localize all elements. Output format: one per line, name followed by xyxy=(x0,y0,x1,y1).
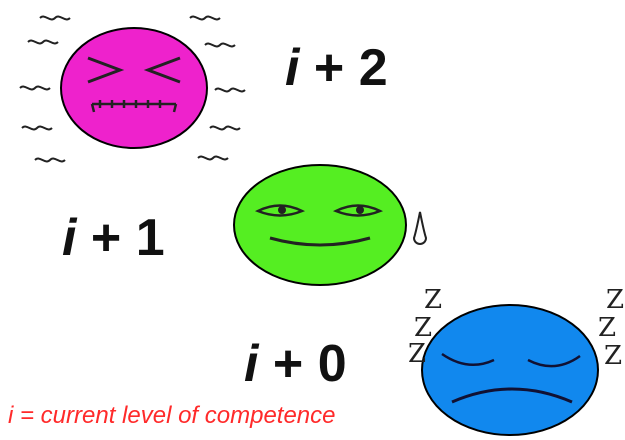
bored-face-circle xyxy=(421,304,599,436)
calm-face xyxy=(233,164,428,286)
bored-left-eye xyxy=(441,352,495,367)
sleep-z-icon: Z xyxy=(606,285,624,315)
level-label-i-plus-2: i + 2 xyxy=(285,39,388,97)
bored-face: Z Z Z Z Z Z xyxy=(408,285,624,436)
bored-right-eye xyxy=(527,354,581,368)
sweat-drop-icon xyxy=(412,211,428,245)
stressed-left-eye xyxy=(87,56,125,84)
stressed-face-circle xyxy=(60,27,208,149)
sleep-z-icon: Z xyxy=(598,313,616,343)
sleep-z-icon: Z xyxy=(424,285,442,315)
stress-lines xyxy=(19,15,246,163)
calm-right-eye xyxy=(332,204,384,217)
sleep-z-icon: Z xyxy=(408,339,426,369)
stressed-face xyxy=(19,15,246,163)
stressed-mouth xyxy=(90,100,178,113)
competence-caption: i = current level of competence xyxy=(8,402,336,429)
level-label-i-plus-0: i + 0 xyxy=(244,335,347,393)
sleep-z-icons: Z Z Z Z Z Z xyxy=(408,285,624,371)
stressed-right-eye xyxy=(143,56,181,84)
bored-mouth xyxy=(451,387,573,404)
calm-face-circle xyxy=(233,164,407,286)
calm-mouth xyxy=(269,236,371,247)
sleep-z-icon: Z xyxy=(414,313,432,343)
calm-left-eye xyxy=(254,204,306,217)
sleep-z-icon: Z xyxy=(604,341,622,371)
level-label-i-plus-1: i + 1 xyxy=(62,209,165,267)
